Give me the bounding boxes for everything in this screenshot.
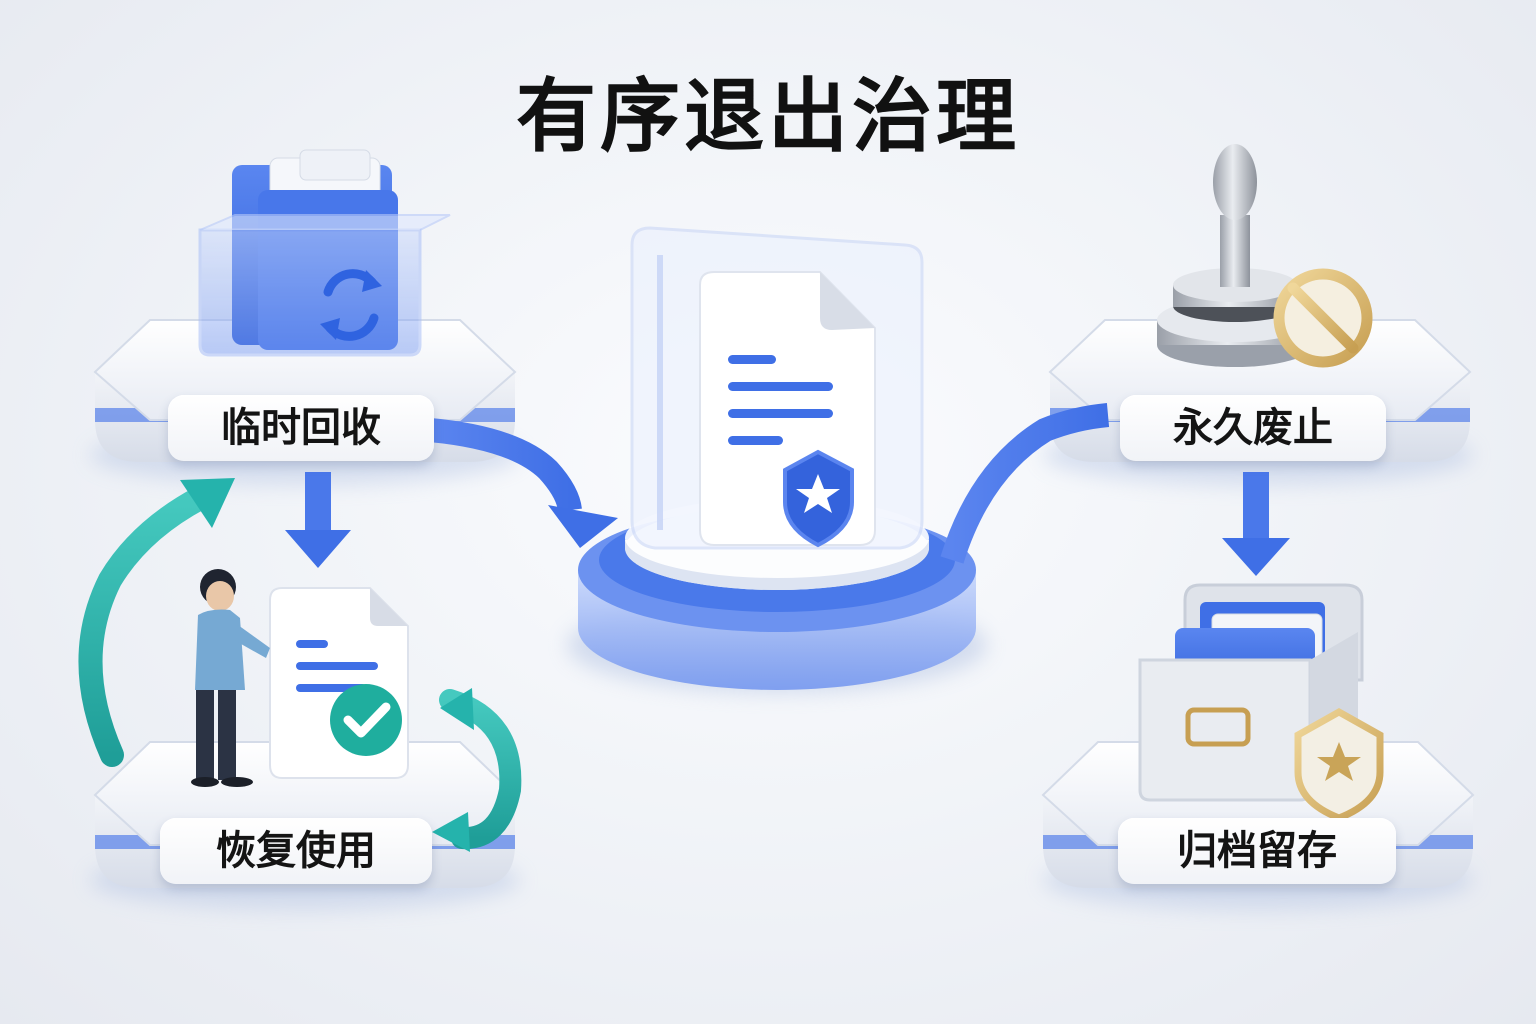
teal-cycle-arrow-right [432, 688, 522, 852]
label-archive-retain: 归档留存 [1118, 818, 1396, 884]
arrow-recall-to-center [428, 418, 618, 548]
archive-box-with-shield-icon [1138, 583, 1384, 822]
transparent-box-with-folders-and-recycle-icon [198, 149, 451, 357]
person-with-checked-document-icon [191, 569, 409, 787]
arrow-center-to-abolish [940, 403, 1110, 564]
page-title: 有序退出治理 [516, 70, 1020, 163]
label-restore-use: 恢复使用 [160, 818, 432, 884]
arrow-abolish-to-archive [1222, 472, 1290, 576]
stamp-with-prohibited-sign-icon [1157, 144, 1373, 368]
teal-cycle-arrow-left [78, 478, 235, 767]
label-temporary-recall: 临时回收 [168, 395, 434, 461]
label-permanent-abolish: 永久废止 [1120, 395, 1386, 461]
arrow-recall-to-restore [285, 472, 351, 568]
document-with-shield-star-icon [630, 226, 924, 550]
